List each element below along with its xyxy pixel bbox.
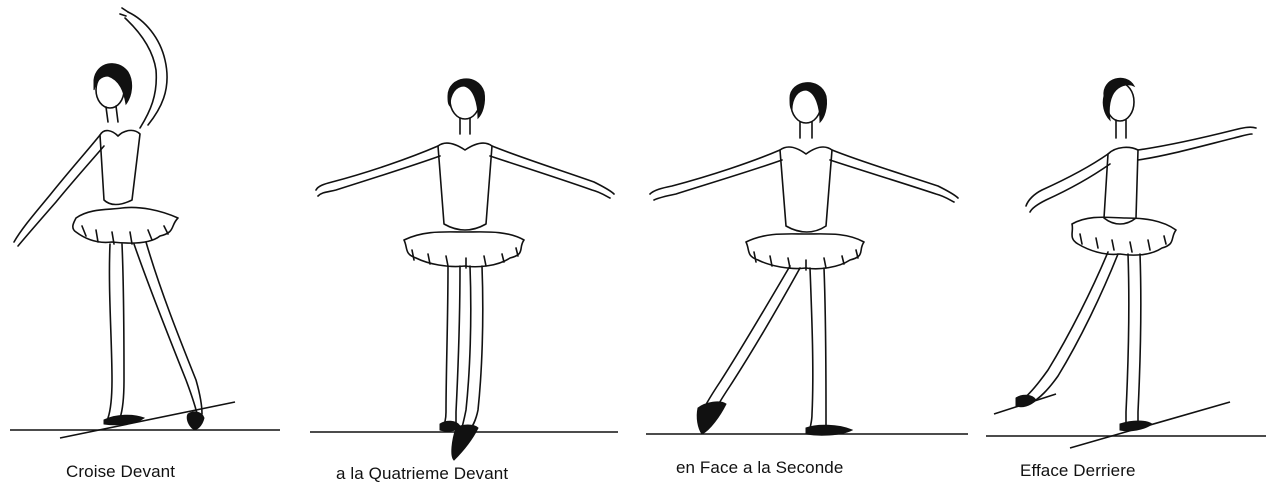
figure-quatrieme-devant: a la Quatrieme Devant <box>300 0 630 487</box>
caption-en-face-seconde: en Face a la Seconde <box>676 458 843 478</box>
ballerina-en-face-seconde-drawing <box>640 0 970 487</box>
ballerina-quatrieme-devant-drawing <box>300 0 630 487</box>
figure-efface-derriere: Efface Derriere <box>980 0 1270 487</box>
figure-croise-devant: Croise Devant <box>0 0 300 487</box>
figure-en-face-seconde: en Face a la Seconde <box>640 0 970 487</box>
ballerina-efface-derriere-drawing <box>980 0 1270 487</box>
ballerina-croise-devant-drawing <box>0 0 300 487</box>
caption-quatrieme-devant: a la Quatrieme Devant <box>336 464 508 484</box>
caption-croise-devant: Croise Devant <box>66 462 175 482</box>
caption-efface-derriere: Efface Derriere <box>1020 461 1136 481</box>
